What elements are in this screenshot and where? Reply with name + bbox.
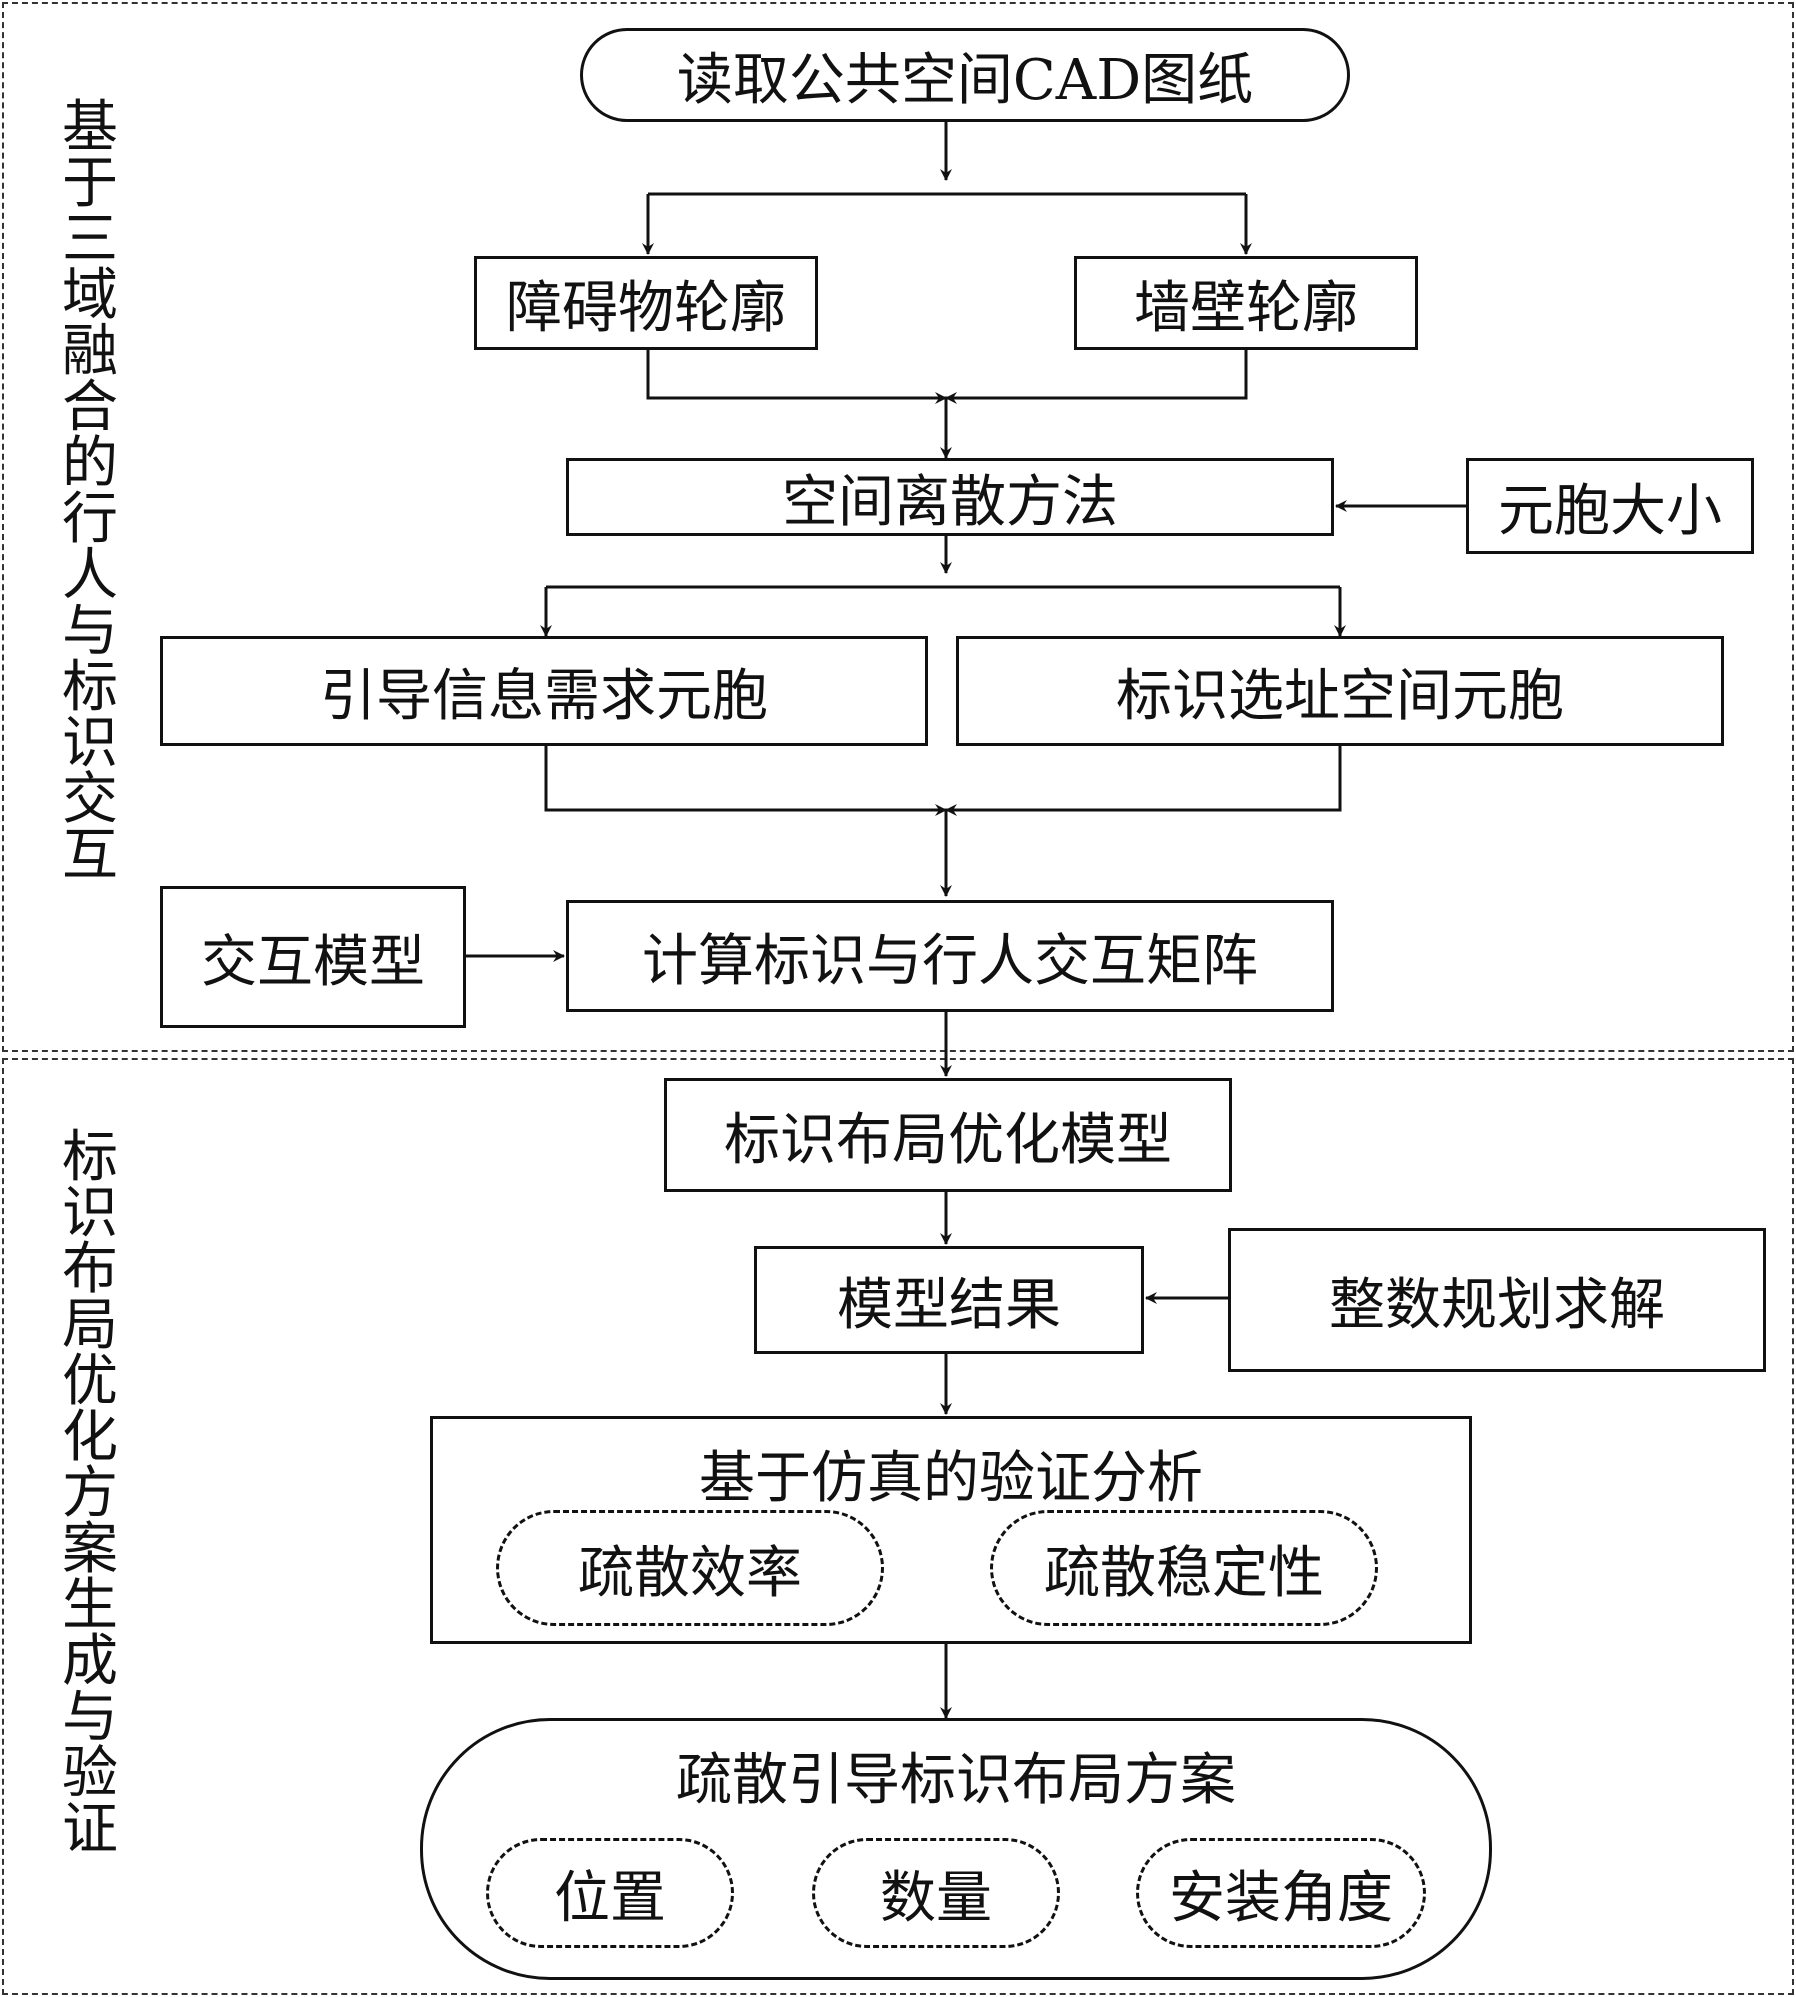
node-model-result-label: 模型结果 — [837, 1272, 1061, 1338]
node-evac-efficiency-label: 疏散效率 — [578, 1540, 802, 1606]
node-evac-stability: 疏散稳定性 — [990, 1510, 1378, 1626]
node-read-cad-label: 读取公共空间CAD图纸 — [676, 47, 1254, 113]
section-optimization-label: 标识布局优化方案生成与验证 — [62, 1125, 118, 1862]
node-space-discretization-label: 空间离散方法 — [782, 469, 1118, 535]
node-wall-contour-label: 墙壁轮廓 — [1134, 275, 1358, 341]
node-quantity-label: 数量 — [880, 1865, 992, 1931]
node-cell-size: 元胞大小 — [1466, 458, 1754, 554]
node-evac-stability-label: 疏散稳定性 — [1044, 1540, 1324, 1606]
node-position-label: 位置 — [554, 1865, 666, 1931]
node-guidance-demand-cell-label: 引导信息需求元胞 — [320, 663, 768, 729]
node-install-angle: 安装角度 — [1136, 1838, 1426, 1948]
section-interaction-label: 基于三域融合的行人与标识交互 — [62, 95, 118, 888]
node-layout-plan-label: 疏散引导标识布局方案 — [676, 1748, 1236, 1813]
node-layout-plan: 疏散引导标识布局方案 — [420, 1718, 1492, 1980]
node-quantity: 数量 — [812, 1838, 1060, 1948]
node-obstacle-contour: 障碍物轮廓 — [474, 256, 818, 350]
node-interaction-matrix-label: 计算标识与行人交互矩阵 — [642, 928, 1258, 994]
node-position: 位置 — [486, 1838, 734, 1948]
node-simulation-validation: 基于仿真的验证分析 — [430, 1416, 1472, 1644]
node-layout-model-label: 标识布局优化模型 — [724, 1107, 1172, 1173]
node-interaction-model: 交互模型 — [160, 886, 466, 1028]
node-install-angle-label: 安装角度 — [1169, 1865, 1393, 1931]
node-simulation-validation-label: 基于仿真的验证分析 — [699, 1446, 1203, 1511]
node-sign-site-cell-label: 标识选址空间元胞 — [1116, 663, 1564, 729]
node-guidance-demand-cell: 引导信息需求元胞 — [160, 636, 928, 746]
node-integer-programming-label: 整数规划求解 — [1329, 1272, 1665, 1338]
node-model-result: 模型结果 — [754, 1246, 1144, 1354]
node-interaction-model-label: 交互模型 — [201, 929, 425, 995]
node-wall-contour: 墙壁轮廓 — [1074, 256, 1418, 350]
node-cell-size-label: 元胞大小 — [1498, 478, 1722, 544]
node-space-discretization: 空间离散方法 — [566, 458, 1334, 536]
node-layout-model: 标识布局优化模型 — [664, 1078, 1232, 1192]
node-integer-programming: 整数规划求解 — [1228, 1228, 1766, 1372]
node-sign-site-cell: 标识选址空间元胞 — [956, 636, 1724, 746]
node-obstacle-contour-label: 障碍物轮廓 — [506, 275, 786, 341]
node-evac-efficiency: 疏散效率 — [496, 1510, 884, 1626]
node-read-cad: 读取公共空间CAD图纸 — [580, 28, 1350, 122]
section-interaction — [2, 2, 1794, 1052]
node-interaction-matrix: 计算标识与行人交互矩阵 — [566, 900, 1334, 1012]
section-optimization — [2, 1058, 1794, 1995]
